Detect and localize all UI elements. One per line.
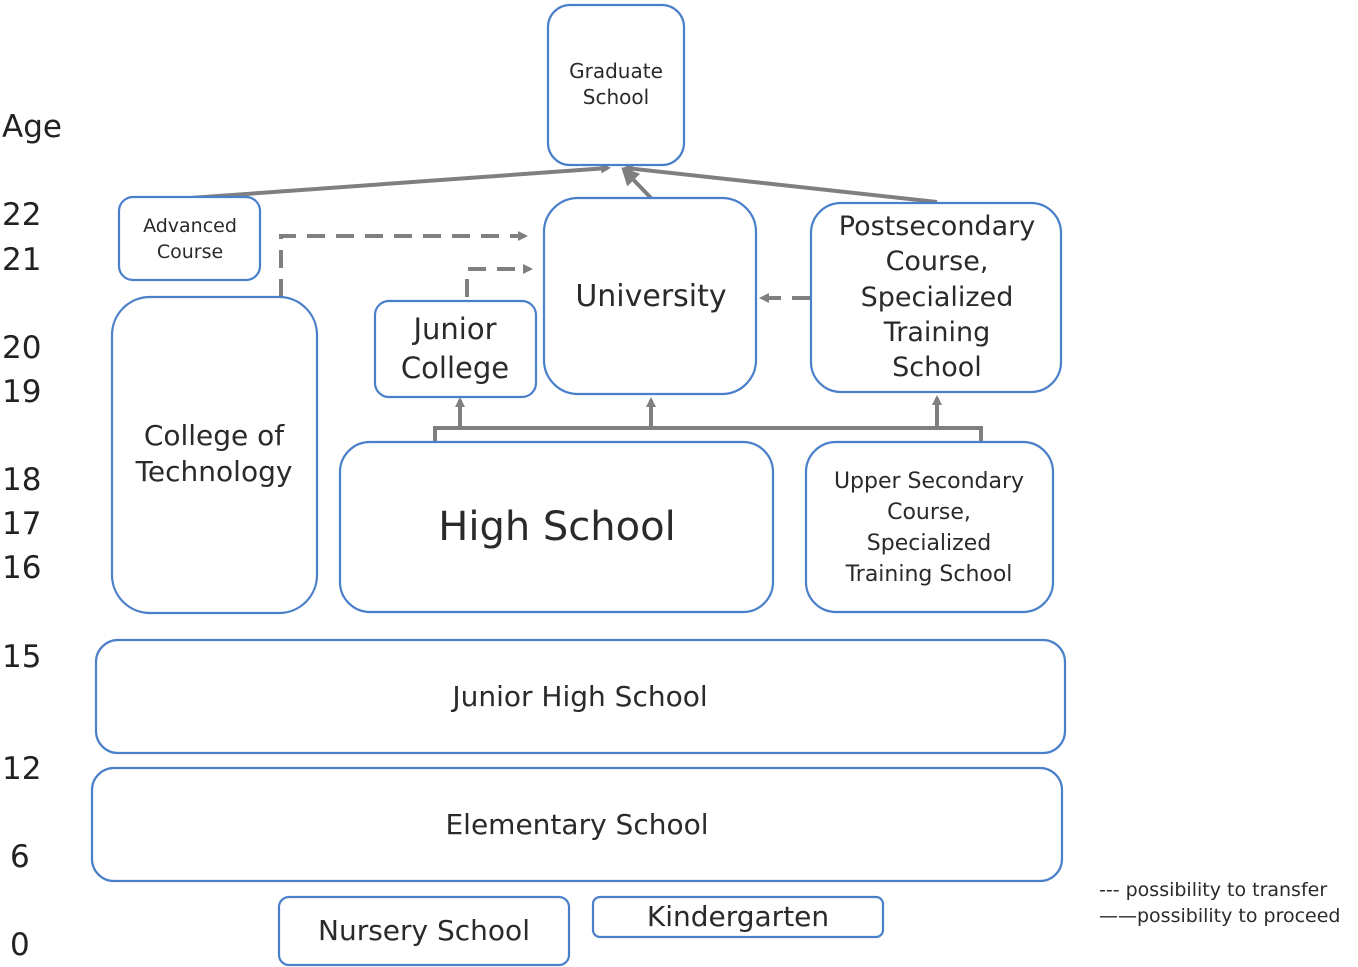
- proceed-arrows: [189, 163, 983, 441]
- arrow-advanced-to-graduate: [189, 163, 611, 200]
- junior-high-label: Junior High School: [450, 680, 707, 713]
- legend: --- possibility to transfer ——possibilit…: [1099, 879, 1340, 927]
- arrow-postsecondary-to-graduate: [623, 163, 938, 204]
- age-22: 22: [2, 197, 41, 233]
- age-19: 19: [2, 374, 41, 410]
- tech-label-2: Technology: [135, 455, 293, 488]
- upper-secondary-label-1: Upper Secondary: [834, 469, 1024, 494]
- advanced-label-2: Course: [157, 241, 223, 263]
- junior-college-box: Junior College: [373, 299, 538, 399]
- university-box: University: [542, 196, 758, 396]
- high-school-box: High School: [338, 440, 775, 614]
- age-header: Age: [2, 109, 62, 145]
- age-15: 15: [2, 639, 41, 675]
- advanced-course-box: Advanced Course: [117, 195, 262, 282]
- university-label: University: [575, 279, 726, 314]
- legend-transfer: --- possibility to transfer: [1099, 879, 1327, 901]
- advanced-label-1: Advanced: [143, 215, 237, 237]
- postsecondary-label-4: Training: [883, 317, 991, 348]
- upper-secondary-label-2: Course,: [887, 500, 971, 525]
- upper-secondary-label-4: Training School: [845, 562, 1013, 587]
- nursery-school-box: Nursery School: [277, 895, 571, 967]
- legend-proceed: ——possibility to proceed: [1099, 905, 1340, 927]
- age-axis: Age 22 21 20 19 18 17 16 15 12 6 0: [2, 109, 62, 963]
- age-17: 17: [2, 506, 41, 542]
- college-of-technology-box: College of Technology: [110, 295, 319, 615]
- graduate-label-2: School: [583, 85, 649, 109]
- upper-secondary-label-3: Specialized: [867, 531, 991, 556]
- kindergarten-label: Kindergarten: [647, 900, 829, 933]
- transfer-arrows: [279, 231, 810, 303]
- postsecondary-label-3: Specialized: [861, 282, 1014, 313]
- junior-college-label-2: College: [401, 351, 509, 385]
- age-12: 12: [2, 751, 41, 787]
- postsecondary-box: Postsecondary Course, Specialized Traini…: [809, 201, 1063, 394]
- junior-college-label-1: Junior: [411, 312, 496, 346]
- graduate-label-1: Graduate: [569, 59, 663, 83]
- age-6: 6: [10, 839, 30, 875]
- high-school-bracket: [433, 426, 983, 441]
- postsecondary-label-2: Course,: [886, 246, 989, 277]
- nursery-label: Nursery School: [318, 914, 530, 947]
- junior-high-school-box: Junior High School: [94, 638, 1067, 755]
- postsecondary-label-1: Postsecondary: [839, 211, 1035, 242]
- high-school-label: High School: [438, 504, 675, 550]
- kindergarten-box: Kindergarten: [591, 895, 885, 939]
- dash-junior-college-to-university: [465, 264, 533, 297]
- postsecondary-label-5: School: [892, 352, 982, 383]
- age-0: 0: [10, 927, 30, 963]
- age-21: 21: [2, 242, 41, 278]
- age-20: 20: [2, 330, 41, 366]
- elementary-label: Elementary School: [445, 808, 708, 841]
- age-18: 18: [2, 462, 41, 498]
- dash-tech-to-university: [279, 231, 528, 297]
- age-16: 16: [2, 550, 41, 586]
- upper-secondary-box: Upper Secondary Course, Specialized Trai…: [804, 440, 1055, 614]
- tech-label-1: College of: [144, 419, 285, 452]
- arrow-university-to-graduate: [621, 167, 653, 200]
- elementary-school-box: Elementary School: [90, 766, 1064, 883]
- graduate-school-box: Graduate School: [546, 3, 686, 167]
